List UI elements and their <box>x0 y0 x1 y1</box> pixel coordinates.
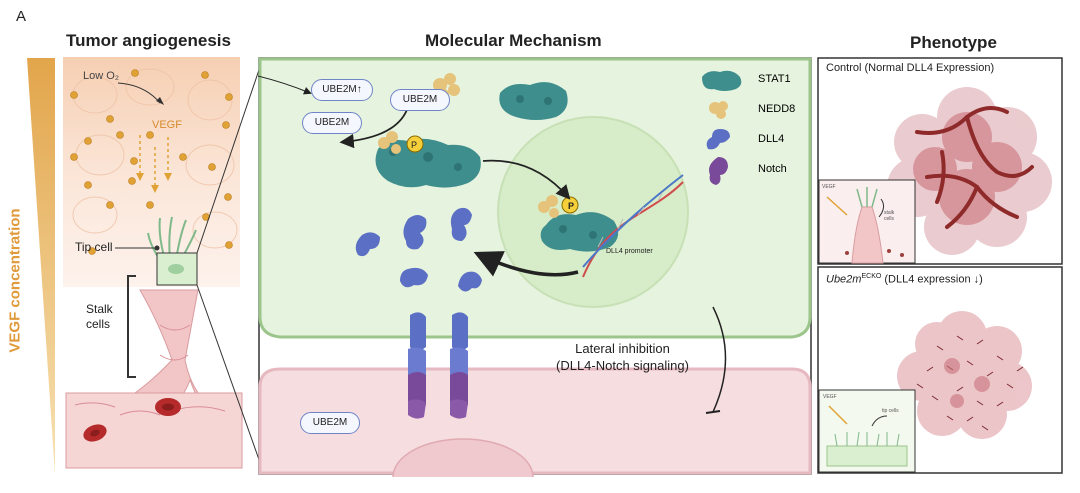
phospho-label-nuclear: P <box>568 201 575 211</box>
phospho-marker <box>406 135 424 153</box>
stalk-cells-bracket <box>127 275 136 378</box>
vegf-label: VEGF <box>152 119 182 131</box>
inset-bottom-note: tip cells <box>882 408 899 414</box>
inset-top-vegf: VEGF <box>822 184 836 190</box>
dll4-notch-pair-2 <box>450 312 468 419</box>
legend-item-nedd8: NEDD8 <box>698 97 808 127</box>
legend-item-dll4: DLL4 <box>698 127 808 157</box>
stalk-cells-label: Stalk cells <box>86 302 113 332</box>
signal-receiving-cell <box>258 367 812 475</box>
lateral-inhibition-line1: Lateral inhibition <box>575 341 670 356</box>
ecko-description: (DLL4 expression ↓) <box>881 273 983 286</box>
stat1-dimer-cytoplasm <box>375 138 481 188</box>
legend: STAT1 NEDD8 DLL4 Notch <box>698 67 808 187</box>
nedd8-nuclear <box>538 195 559 218</box>
low-o2-label: Low O₂ <box>83 70 120 82</box>
control-label: Control (Normal DLL4 Expression) <box>826 62 995 74</box>
tumor-angiogenesis-illustration <box>27 57 260 475</box>
header-molecular-mechanism: Molecular Mechanism <box>425 31 602 50</box>
vegf-gradient-triangle <box>27 58 55 475</box>
legend-item-stat1: STAT1 <box>698 67 808 97</box>
dna-helix <box>582 174 684 278</box>
stat1-icon <box>702 70 742 91</box>
stat1-dimer-nuclear <box>540 212 619 252</box>
ube2m-up-pill: UBE2M↑ <box>311 79 373 101</box>
legend-label-stat1: STAT1 <box>758 73 791 85</box>
control-phenotype-illustration <box>817 57 1063 265</box>
inset-top-note: stalk cells <box>884 210 895 222</box>
dll4-icon <box>706 129 730 150</box>
ube2m-pill: UBE2M <box>302 112 362 134</box>
stalk-cells-line1: Stalk <box>86 302 113 316</box>
ube2m-nedd8-pill: UBE2M <box>390 89 450 111</box>
legend-label-notch: Notch <box>758 163 787 175</box>
ecko-gene: Ube2m <box>826 273 862 286</box>
legend-label-nedd8: NEDD8 <box>758 103 796 115</box>
nedd8-on-stat1 <box>378 131 401 154</box>
nucleus <box>497 116 689 308</box>
phospho-letter: P <box>411 140 417 150</box>
header-phenotype: Phenotype <box>910 33 997 52</box>
header-tumor-angiogenesis: Tumor angiogenesis <box>66 31 231 50</box>
ecko-phenotype-illustration <box>817 266 1063 474</box>
legend-label-dll4: DLL4 <box>758 133 785 145</box>
tip-cell-label: Tip cell <box>75 240 113 254</box>
nedd8-icon <box>709 101 728 119</box>
vegf-molecules <box>70 69 233 255</box>
notch-icon <box>709 157 728 185</box>
ecko-label: Ube2mECKO (DLL4 expression ↓) <box>826 273 983 286</box>
dll4-molecules <box>355 207 482 292</box>
tumor-vessels <box>915 106 1034 229</box>
stalk-cells-line2: cells <box>86 317 111 331</box>
lateral-inhibition-label: Lateral inhibition (DLL4-Notch signaling… <box>556 340 689 374</box>
vegf-concentration-label: VEGF concentration <box>6 208 24 353</box>
ube2m-bottom-pill: UBE2M <box>300 412 360 434</box>
dll4-notch-pair-1 <box>408 312 426 419</box>
inset-bottom-vegf: VEGF <box>823 394 837 400</box>
legend-item-notch: Notch <box>698 157 808 187</box>
dll4-promoter-label: DLL4 promoter <box>606 248 653 255</box>
svg-text:P: P <box>411 140 417 150</box>
stat1-dimer-free <box>499 82 568 120</box>
lateral-inhibition-line2: (DLL4-Notch signaling) <box>556 358 689 373</box>
panel-letter: A <box>16 8 27 25</box>
ecko-superscript: ECKO <box>861 273 882 280</box>
